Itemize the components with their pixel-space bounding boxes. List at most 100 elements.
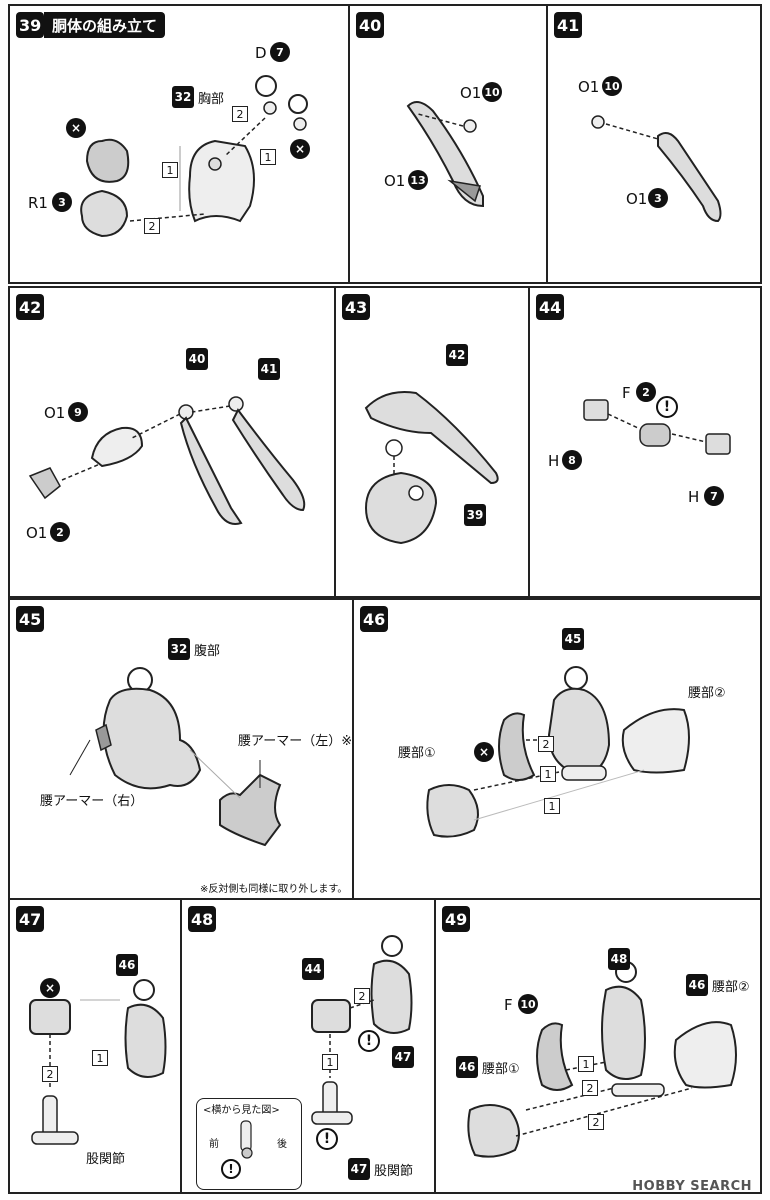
reference-step-badge: 46 — [456, 1056, 478, 1078]
reference-step-badge: 44 — [302, 958, 324, 980]
order-marker: 2 — [144, 218, 160, 234]
step-48-panel: 48 44 2 ! 47 1 ! 47 股関節 <横から見た図> 前 後 ! — [180, 898, 436, 1194]
step-49-drawing — [467, 961, 737, 1158]
remove-mark-icon: × — [40, 978, 60, 998]
part-number-badge: 10 — [518, 994, 538, 1014]
reference-step-badge: 47 — [348, 1158, 370, 1180]
order-marker: 2 — [582, 1080, 598, 1096]
part-label-o1: O1 — [578, 78, 600, 96]
step-number: 42 — [16, 294, 45, 320]
part-label-d: D — [255, 44, 267, 62]
waist1-label: 腰部① — [398, 746, 436, 761]
order-marker: 2 — [354, 988, 370, 1004]
waist-armor-left-label: 腰アーマー（左）※ — [238, 734, 353, 749]
step-49-panel: 49 48 46 腰部② F 10 46 腰部① 1 2 2 — [434, 898, 762, 1194]
remove-mark-icon: × — [290, 139, 310, 159]
step-42-panel: 42 40 41 O1 9 O1 2 — [8, 286, 336, 598]
order-marker: 2 — [588, 1114, 604, 1130]
step-number: 45 — [16, 606, 45, 632]
order-marker: 2 — [232, 106, 248, 122]
step-47-drawing — [29, 979, 167, 1145]
order-marker: 1 — [544, 798, 560, 814]
order-marker: 1 — [92, 1050, 108, 1066]
part-label-o1: O1 — [44, 404, 66, 422]
side-view-title: <横から見た図> — [203, 1105, 280, 1116]
caution-icon: ! — [656, 396, 678, 418]
step-48-drawing — [311, 935, 413, 1125]
reference-step-badge: 39 — [464, 504, 486, 526]
step-number: 46 — [360, 606, 389, 632]
front-label: 前 — [209, 1139, 219, 1150]
waist2-label: 腰部② — [688, 686, 726, 701]
reference-step-badge: 32 — [168, 638, 190, 660]
step-46-drawing — [426, 666, 690, 838]
part-number-badge: 2 — [50, 522, 70, 542]
part-label-f: F — [622, 384, 631, 402]
step-42-drawing — [28, 396, 306, 525]
part-number-badge: 8 — [562, 450, 582, 470]
reference-step-badge: 42 — [446, 344, 468, 366]
step-number: 39 — [16, 12, 45, 38]
side-view-drawing — [240, 1120, 253, 1159]
reference-step-badge: 46 — [686, 974, 708, 996]
step-46-panel: 46 45 腰部② 腰部① × 2 1 1 — [352, 598, 762, 900]
part-label-o1: O1 — [26, 524, 48, 542]
step-number: 48 — [188, 906, 217, 932]
step-number: 49 — [442, 906, 471, 932]
step-40-panel: 40 O1 10 O1 13 — [348, 4, 548, 284]
part-number-badge: 9 — [68, 402, 88, 422]
order-marker: 1 — [578, 1056, 594, 1072]
chest-label: 胸部 — [198, 92, 225, 107]
order-marker: 1 — [322, 1054, 338, 1070]
step-43-drawing — [364, 391, 499, 545]
step-number: 43 — [342, 294, 371, 320]
part-number-badge: 7 — [270, 42, 290, 62]
note-text: ※反対側も同様に取り外します。 — [200, 884, 348, 895]
step-number: 41 — [554, 12, 583, 38]
reference-step-badge: 41 — [258, 358, 280, 380]
order-marker: 2 — [538, 736, 554, 752]
abdomen-label: 腹部 — [194, 644, 221, 659]
part-number-badge: 10 — [602, 76, 622, 96]
order-marker: 1 — [162, 162, 178, 178]
part-number-badge: 10 — [482, 82, 502, 102]
part-number-badge: 3 — [648, 188, 668, 208]
caution-icon: ! — [358, 1030, 380, 1052]
hip-joint-label: 股関節 — [86, 1152, 126, 1167]
order-marker: 1 — [260, 149, 276, 165]
hobby-search-logo: HOBBY SEARCH — [632, 1179, 752, 1194]
waist1-label: 腰部① — [482, 1062, 520, 1077]
step-40-drawing — [406, 101, 484, 208]
part-number-badge: 13 — [408, 170, 428, 190]
order-marker: 1 — [540, 766, 556, 782]
back-label: 後 — [277, 1139, 287, 1150]
step-39-drawing — [80, 75, 308, 238]
order-marker: 2 — [42, 1066, 58, 1082]
part-label-o1: O1 — [460, 84, 482, 102]
part-label-o1: O1 — [384, 172, 406, 190]
waist-armor-right-label: 腰アーマー（右） — [40, 794, 144, 809]
part-label-r1: R1 — [28, 194, 48, 212]
part-number-badge: 2 — [636, 382, 656, 402]
caution-icon: ! — [221, 1159, 241, 1179]
step-number: 47 — [16, 906, 45, 932]
step-44-drawing — [583, 399, 731, 455]
step-47-panel: 47 × 46 1 2 股関節 — [8, 898, 182, 1194]
step-41-panel: 41 O1 10 O1 3 — [546, 4, 762, 284]
part-label-h: H — [548, 452, 560, 470]
step-43-panel: 43 42 39 — [334, 286, 530, 598]
step-number: 40 — [356, 12, 385, 38]
step-45-drawing — [69, 667, 282, 847]
remove-mark-icon: × — [474, 742, 494, 762]
step-45-panel: 45 32 腹部 腰アーマー（左）※ 腰アーマー（右） ※反対側も同様に取り外し… — [8, 598, 354, 900]
part-label-o1: O1 — [626, 190, 648, 208]
step-39-panel: 39 胴体の組み立て × × D 7 R1 3 32 胸部 2 1 1 2 — [8, 4, 350, 284]
reference-step-badge: 47 — [392, 1046, 414, 1068]
waist2-label: 腰部② — [712, 980, 750, 995]
reference-step-badge: 48 — [608, 948, 630, 970]
part-number-badge: 3 — [52, 192, 72, 212]
reference-step-badge: 32 — [172, 86, 194, 108]
reference-step-badge: 46 — [116, 954, 138, 976]
reference-step-badge: 40 — [186, 348, 208, 370]
remove-mark-icon: × — [66, 118, 86, 138]
